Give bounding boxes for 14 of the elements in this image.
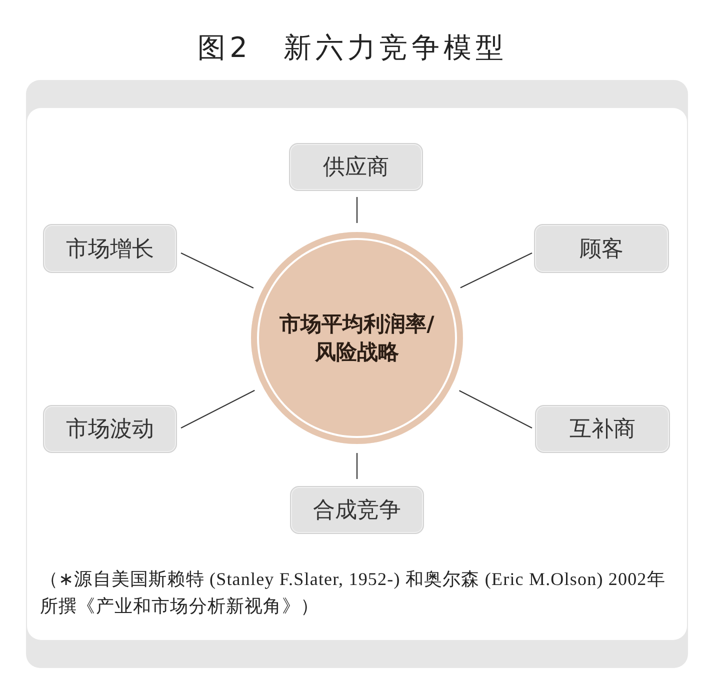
factor-box: 市场波动 — [43, 405, 177, 453]
connector-line — [180, 390, 255, 428]
connector-line — [459, 390, 532, 428]
connector-line — [356, 453, 358, 479]
factor-box: 互补商 — [535, 405, 670, 453]
title: 图2 新六力竞争模型 — [196, 30, 508, 66]
connector-line — [180, 252, 254, 288]
caption: （∗源自美国斯赖特 (Stanley F.Slater, 1952-) 和奥尔森 (Eric M.Olson) 2002年所撰《产业和市场分析新视角》） — [40, 568, 666, 618]
factor-box: 顾客 — [534, 224, 669, 273]
factor-box: 合成竞争 — [290, 486, 424, 534]
connector-line — [460, 252, 532, 288]
factor-box: 供应商 — [289, 143, 423, 191]
factor-box: 市场增长 — [43, 224, 177, 273]
connector-line — [356, 197, 358, 223]
